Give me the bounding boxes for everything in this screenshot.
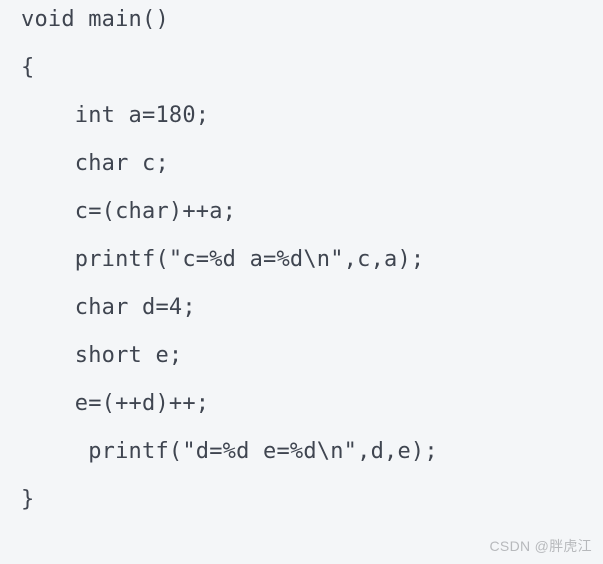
code-line: char c;	[21, 151, 169, 176]
code-line: printf("c=%d a=%d\n",c,a);	[21, 247, 425, 272]
code-line: short e;	[21, 343, 183, 368]
code-line: void main()	[21, 7, 169, 32]
code-line: int a=180;	[21, 103, 210, 128]
csdn-watermark: CSDN @胖虎江	[489, 538, 592, 554]
code-block: void main() { int a=180; char c; c=(char)…	[21, 7, 438, 512]
code-line: char d=4;	[21, 295, 196, 320]
code-line: printf("d=%d e=%d\n",d,e);	[21, 439, 438, 464]
code-line: e=(++d)++;	[21, 391, 210, 416]
code-line: }	[21, 487, 35, 512]
code-line: {	[21, 55, 35, 80]
code-line: c=(char)++a;	[21, 199, 237, 224]
